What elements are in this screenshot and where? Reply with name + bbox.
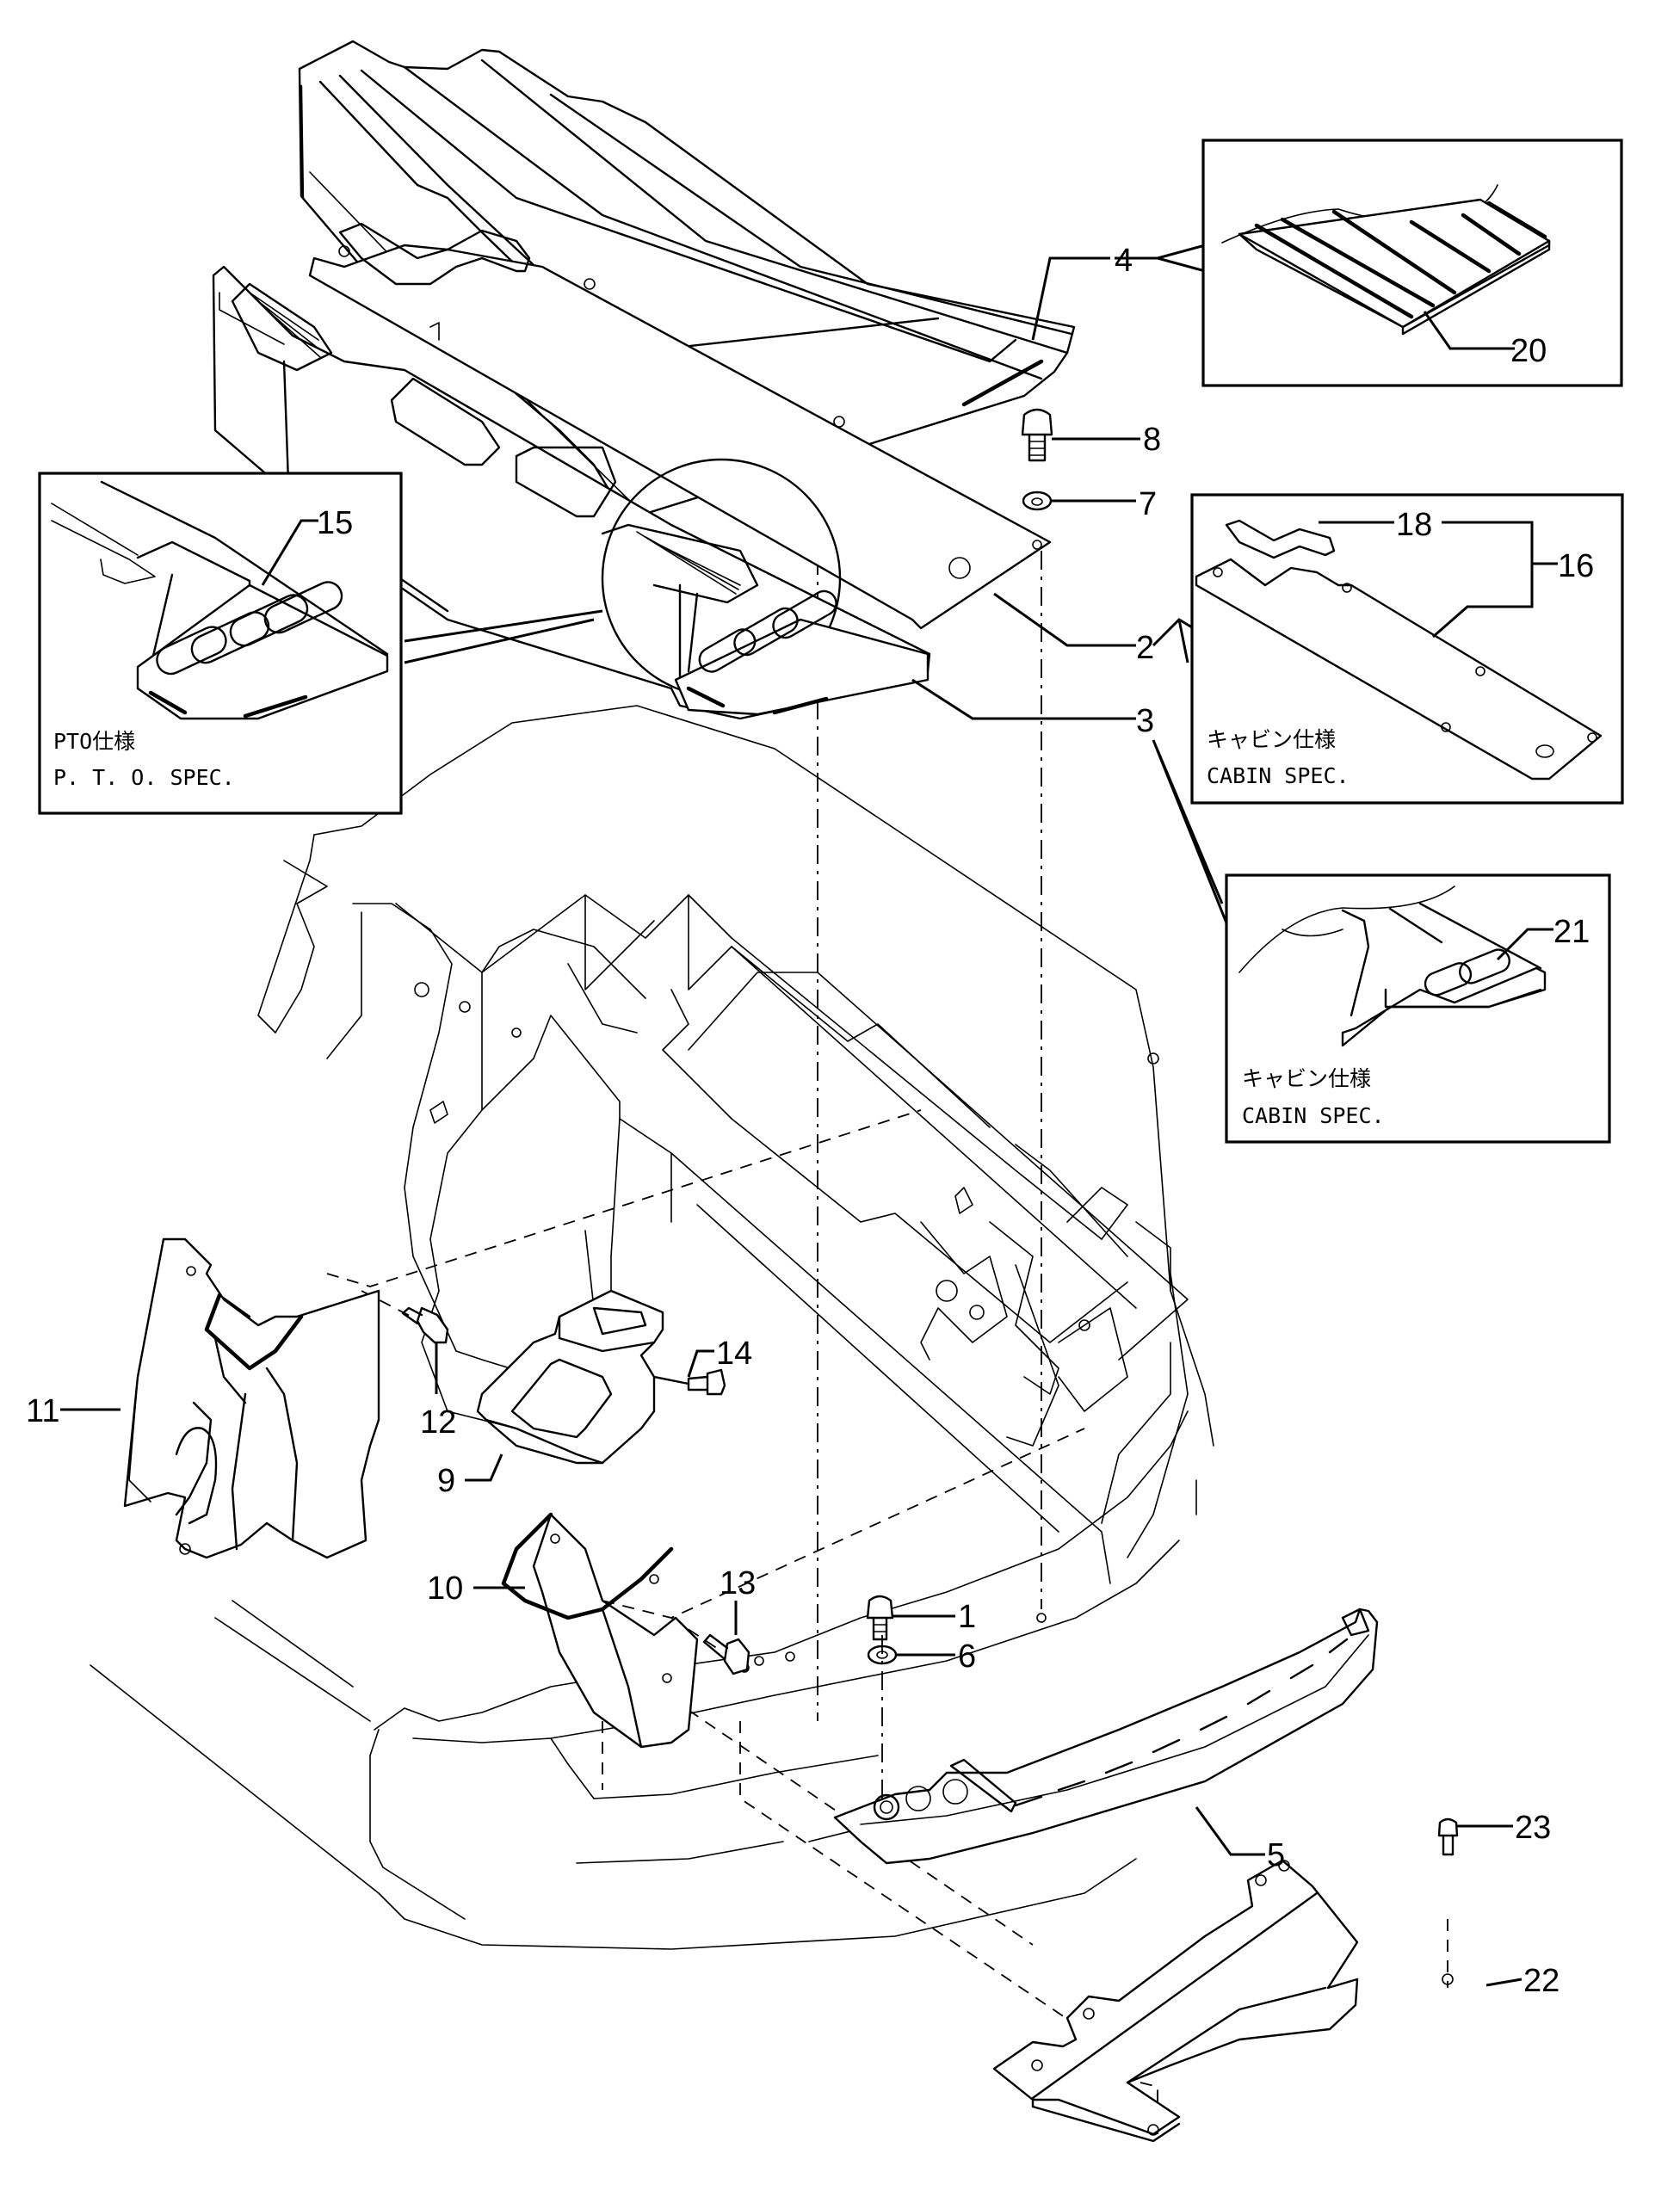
callout-2: 2 xyxy=(1136,630,1154,666)
bolt-14 xyxy=(652,1368,726,1396)
callout-15: 15 xyxy=(317,505,353,541)
callout-8: 8 xyxy=(1143,422,1161,458)
bolt-13 xyxy=(702,1633,750,1675)
callout-21: 21 xyxy=(1553,914,1590,950)
cabin-step-title-jp: キャビン仕様 xyxy=(1242,1066,1371,1091)
part-10-cover xyxy=(501,1512,699,1749)
leader-lines xyxy=(60,244,1522,1987)
callout-1: 1 xyxy=(958,1599,976,1635)
inset-mat-detail xyxy=(1201,139,1623,387)
cabin-floor-title-en: CABIN SPEC. xyxy=(1207,763,1350,788)
callout-9: 9 xyxy=(437,1463,455,1499)
callout-labels: 4 8 7 2 3 20 15 18 16 21 11 12 14 9 10 1… xyxy=(26,243,1594,1999)
washer-7 xyxy=(1022,491,1053,511)
bolt-23 xyxy=(1437,1817,1459,1856)
part-9-step-bracket xyxy=(476,1289,664,1465)
callout-6: 6 xyxy=(958,1638,976,1675)
cabin-step-title-en: CABIN SPEC. xyxy=(1242,1103,1385,1128)
inset-cabin-step xyxy=(1225,873,1611,1144)
chassis-frame xyxy=(257,705,1214,1584)
washer-6 xyxy=(867,1645,898,1665)
callout-12: 12 xyxy=(420,1404,456,1441)
callout-7: 7 xyxy=(1139,486,1157,522)
callout-11: 11 xyxy=(26,1393,59,1429)
pto-title-en: P. T. O. SPEC. xyxy=(53,765,235,790)
bolt-8 xyxy=(1021,408,1053,462)
callout-23: 23 xyxy=(1515,1810,1551,1846)
part-2-floor-plate xyxy=(308,222,1052,630)
inset-captions: PTO仕様 P. T. O. SPEC. キャビン仕様 CABIN SPEC. … xyxy=(53,727,1385,1128)
callout-22: 22 xyxy=(1523,1963,1560,1999)
bolt-1 xyxy=(866,1595,894,1641)
callout-16: 16 xyxy=(1558,548,1594,584)
callout-3: 3 xyxy=(1136,703,1154,739)
callout-14: 14 xyxy=(716,1336,752,1372)
part-22-under-cover xyxy=(992,1859,1454,2143)
inset-pto xyxy=(38,472,403,815)
inset-cabin-floor xyxy=(1190,493,1624,805)
callout-13: 13 xyxy=(720,1565,756,1601)
part-5-front-step xyxy=(833,1608,1379,1865)
callout-10: 10 xyxy=(427,1570,463,1607)
callout-5: 5 xyxy=(1267,1837,1285,1873)
bolt-12 xyxy=(401,1306,449,1344)
part-11-side-cover xyxy=(123,1237,380,1559)
callout-18: 18 xyxy=(1396,507,1432,543)
pto-title-jp: PTO仕様 xyxy=(53,729,135,754)
cabin-floor-title-jp: キャビン仕様 xyxy=(1207,727,1336,752)
callout-20: 20 xyxy=(1510,333,1547,369)
callout-4: 4 xyxy=(1115,243,1133,279)
